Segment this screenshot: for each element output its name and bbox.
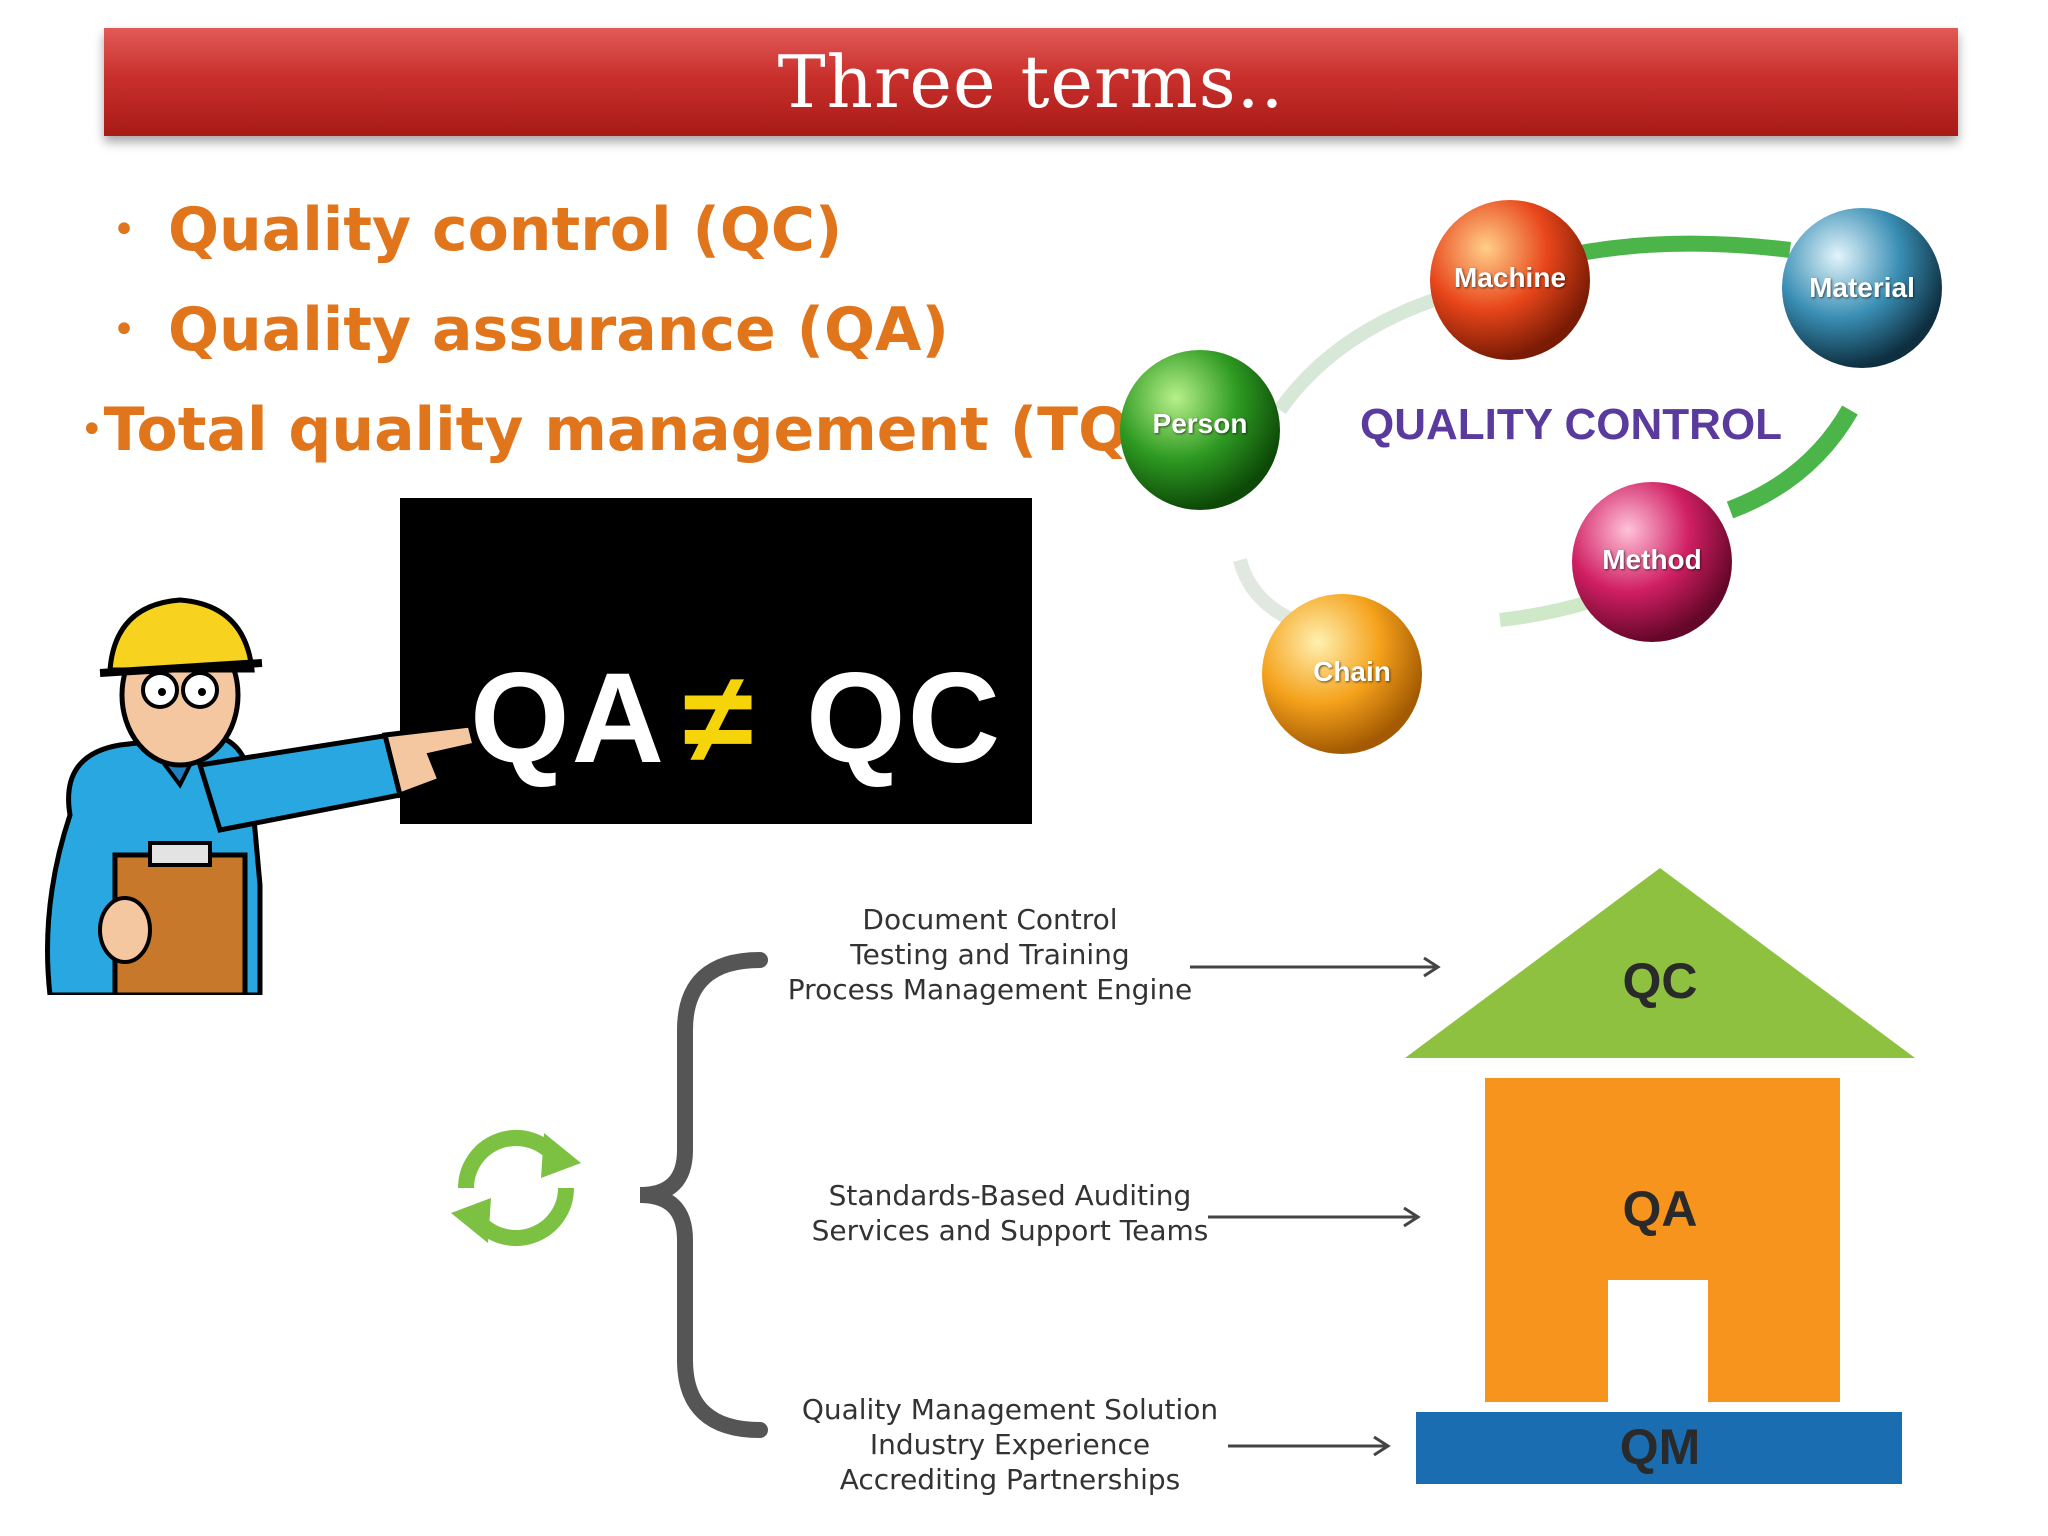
qm-item: Accrediting Partnerships	[839, 1463, 1181, 1496]
node-label-material: Material	[1809, 272, 1915, 303]
house-door	[1608, 1280, 1708, 1402]
qc-item: Testing and Training	[850, 938, 1130, 971]
bullet-dot: •	[112, 207, 136, 253]
quality-house	[1405, 868, 1915, 1484]
person-ball	[1120, 350, 1280, 510]
quality-control-cycle	[1120, 200, 1942, 754]
qa-sign-right: QC	[806, 647, 1002, 790]
bullet-item: • Quality assurance (QA)	[80, 280, 1200, 380]
chain-ball	[1262, 594, 1422, 754]
not-equal-symbol: ≠	[683, 647, 754, 790]
house-body-label: QA	[1622, 1181, 1698, 1237]
qm-item: Industry Experience	[869, 1428, 1151, 1461]
material-ball	[1782, 208, 1942, 368]
bullet-item: • Quality control (QC)	[80, 180, 1200, 280]
machine-ball	[1430, 200, 1590, 360]
node-label-machine: Machine	[1453, 262, 1567, 293]
bullet-list: • Quality control (QC) • Quality assuran…	[80, 180, 1216, 480]
qa-not-equal-qc-panel	[400, 498, 1032, 824]
bullet-text: Quality assurance (QA)	[168, 295, 949, 365]
qc-items-text: Document Control Testing and Training Pr…	[780, 902, 1200, 1007]
arrows-group	[1190, 956, 1441, 1457]
bullet-dot: •	[80, 407, 104, 453]
qm-item: Quality Management Solution	[801, 1393, 1219, 1426]
house-base	[1416, 1412, 1902, 1484]
bullet-item: • Total quality management (TQM)	[80, 380, 1216, 480]
house-roof	[1405, 868, 1915, 1058]
slide-title: Three terms..	[777, 40, 1285, 124]
method-ball	[1572, 482, 1732, 642]
house-base-label: QM	[1619, 1419, 1701, 1475]
qa-item: Services and Support Teams	[811, 1214, 1209, 1247]
node-label-chain: Chain	[1313, 656, 1391, 687]
qa-sign-left: QA	[470, 647, 666, 790]
qc-item: Process Management Engine	[787, 973, 1193, 1006]
house-roof-label: QC	[1622, 953, 1698, 1009]
qa-items-text: Standards-Based Auditing Services and Su…	[800, 1178, 1220, 1248]
qc-item: Document Control	[862, 903, 1118, 936]
node-label-method: Method	[1602, 544, 1702, 575]
refresh-cycle-icon	[451, 1130, 581, 1246]
grouping-brace	[639, 952, 768, 1438]
title-bar: Three terms..	[104, 28, 1958, 136]
qm-items-text: Quality Management Solution Industry Exp…	[800, 1392, 1220, 1497]
bullet-text: Quality control (QC)	[168, 195, 843, 265]
quality-control-label: QUALITY CONTROL	[1360, 400, 1783, 449]
qa-item: Standards-Based Auditing	[828, 1179, 1192, 1212]
inspector-pointing-icon	[45, 597, 479, 995]
bullet-dot: •	[112, 307, 136, 353]
node-label-person: Person	[1152, 408, 1248, 439]
bullet-text: Total quality management (TQM)	[103, 395, 1217, 465]
